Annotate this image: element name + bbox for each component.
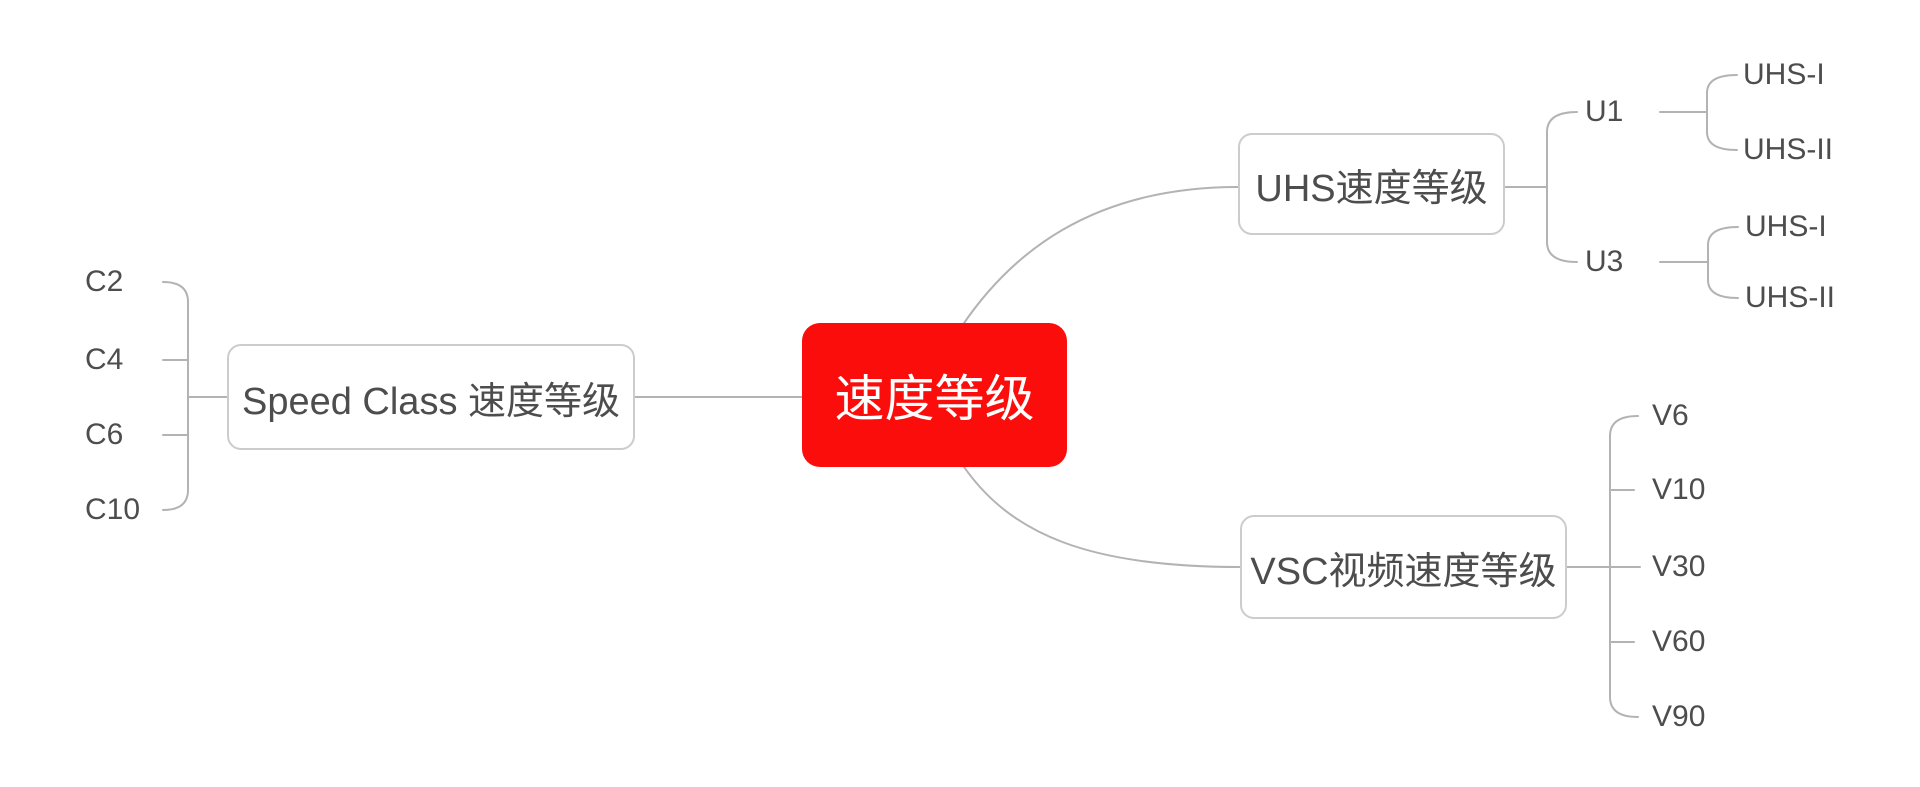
- leaf-u3[interactable]: U3: [1585, 245, 1624, 278]
- leaf-u1-uhs-i[interactable]: UHS-I: [1743, 58, 1825, 91]
- uhs-node[interactable]: UHS速度等级: [1238, 133, 1505, 235]
- leaf-v6[interactable]: V6: [1652, 399, 1689, 432]
- root-topic-node[interactable]: 速度等级: [802, 323, 1067, 467]
- vsc-node[interactable]: VSC视频速度等级: [1240, 515, 1567, 619]
- connector-speedclass-bracket: [162, 281, 189, 511]
- uhs-label: UHS速度等级: [1255, 167, 1488, 210]
- speed-class-label: Speed Class 速度等级: [241, 380, 620, 423]
- connector-u1-subbracket: [1706, 74, 1738, 151]
- root-topic-label: 速度等级: [834, 371, 1035, 427]
- connector-root-to-vsc: [961, 463, 1241, 568]
- leaf-u1[interactable]: U1: [1585, 95, 1624, 128]
- leaf-v60[interactable]: V60: [1652, 625, 1706, 658]
- connector-uhs-bracket: [1546, 111, 1578, 263]
- leaf-v30[interactable]: V30: [1652, 550, 1706, 583]
- leaf-u3-uhs-i[interactable]: UHS-I: [1745, 210, 1827, 243]
- leaf-c2[interactable]: C2: [85, 265, 124, 298]
- vsc-label: VSC视频速度等级: [1250, 550, 1557, 593]
- leaf-v90[interactable]: V90: [1652, 700, 1706, 733]
- leaf-c6[interactable]: C6: [85, 418, 124, 451]
- speed-class-node[interactable]: Speed Class 速度等级: [227, 344, 635, 450]
- leaf-c10[interactable]: C10: [85, 493, 141, 526]
- leaf-u3-uhs-ii[interactable]: UHS-II: [1745, 281, 1835, 314]
- connector-u3-subbracket: [1707, 226, 1739, 299]
- connector-root-to-uhs: [961, 186, 1239, 327]
- leaf-c4[interactable]: C4: [85, 343, 124, 376]
- connector-vsc-bracket: [1609, 415, 1639, 718]
- leaf-v10[interactable]: V10: [1652, 473, 1706, 506]
- leaf-u1-uhs-ii[interactable]: UHS-II: [1743, 133, 1833, 166]
